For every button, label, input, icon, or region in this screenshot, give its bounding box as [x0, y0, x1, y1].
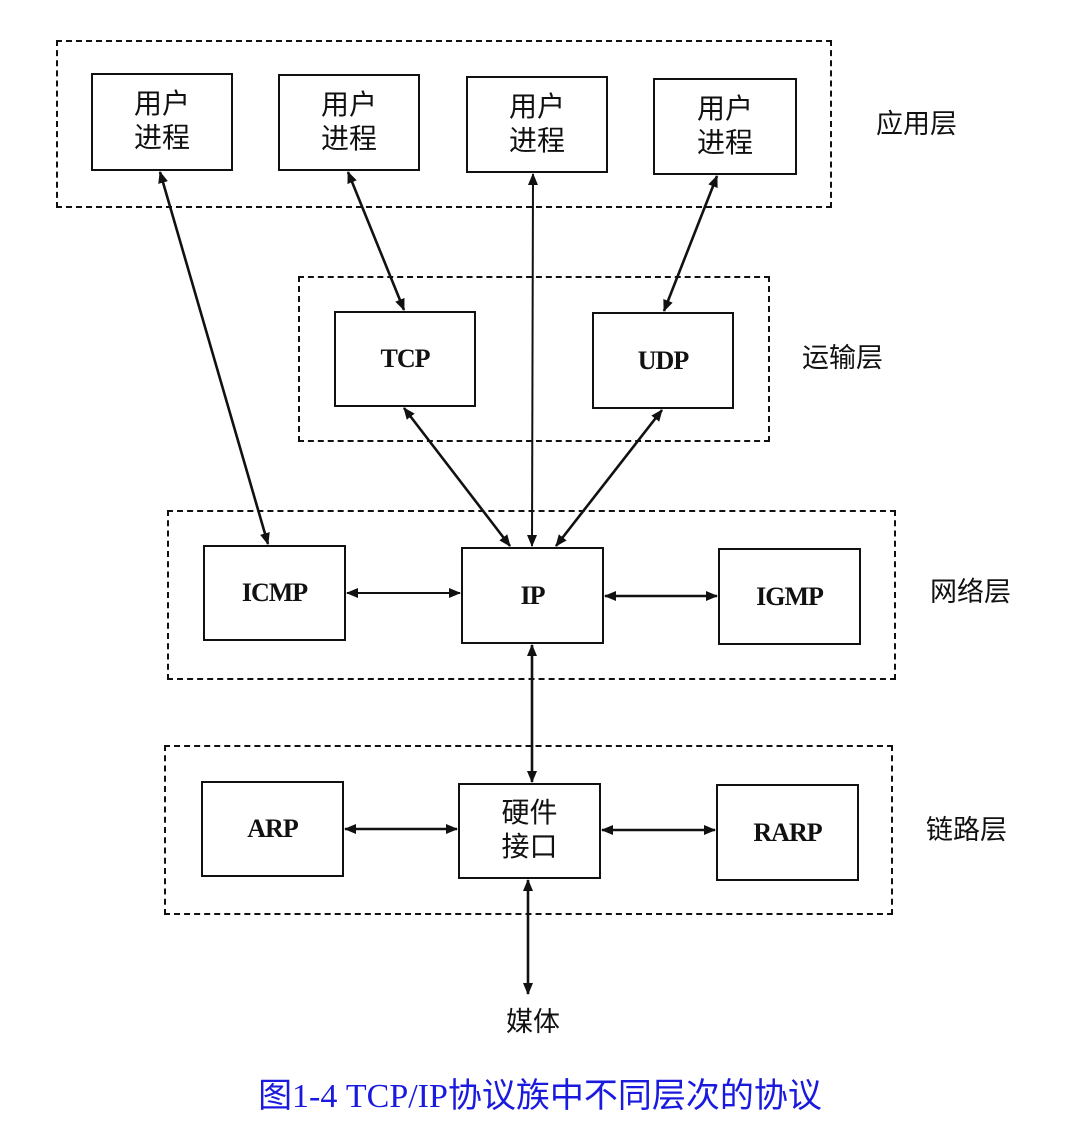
application-layer [56, 40, 832, 208]
hardware-interface-box: 硬件 接口 [458, 783, 601, 879]
user-process-box-1: 用户 进程 [91, 73, 233, 171]
network-layer-label: 网络层 [930, 577, 1011, 608]
ip-label: IP [520, 580, 546, 610]
tcp-label: TCP [380, 344, 431, 373]
arrow-proc2-tcp [346, 171, 406, 311]
arrow-proc4-udp [662, 175, 719, 312]
user-process-label: 用户 进程 [508, 91, 565, 157]
igmp-label: IGMP [756, 581, 824, 611]
figure-caption: 图1-4 TCP/IP协议族中不同层次的协议 [258, 1078, 822, 1115]
user-process-label: 用户 进程 [133, 89, 190, 154]
user-process-box-4: 用户 进程 [653, 78, 797, 175]
arrow-proc1-icmp [158, 171, 270, 545]
arrow-udp-ip [554, 409, 664, 547]
rarp-label: RARP [753, 817, 822, 847]
udp-box: UDP [592, 312, 734, 409]
arrow-tcp-ip [402, 407, 512, 547]
icmp-box: ICMP [203, 545, 346, 641]
rarp-box: RARP [716, 784, 859, 881]
icmp-label: ICMP [241, 578, 308, 607]
user-process-box-2: 用户 进程 [278, 74, 420, 171]
user-process-label: 用户 进程 [696, 93, 753, 159]
ip-box: IP [461, 547, 604, 644]
hardware-interface-label: 硬件 接口 [501, 798, 558, 863]
media-label: 媒体 [506, 1007, 560, 1038]
user-process-label: 用户 进程 [320, 89, 377, 155]
transport-layer-label: 运输层 [802, 343, 883, 374]
arp-box: ARP [201, 781, 344, 877]
link-layer-label: 链路层 [926, 815, 1007, 846]
arrow-proc3-ip [527, 173, 538, 547]
application-layer-label: 应用层 [876, 109, 957, 140]
udp-label: UDP [637, 345, 689, 375]
igmp-box: IGMP [718, 548, 861, 645]
arp-label: ARP [247, 814, 298, 843]
tcp-box: TCP [334, 311, 476, 407]
user-process-box-3: 用户 进程 [466, 76, 608, 173]
